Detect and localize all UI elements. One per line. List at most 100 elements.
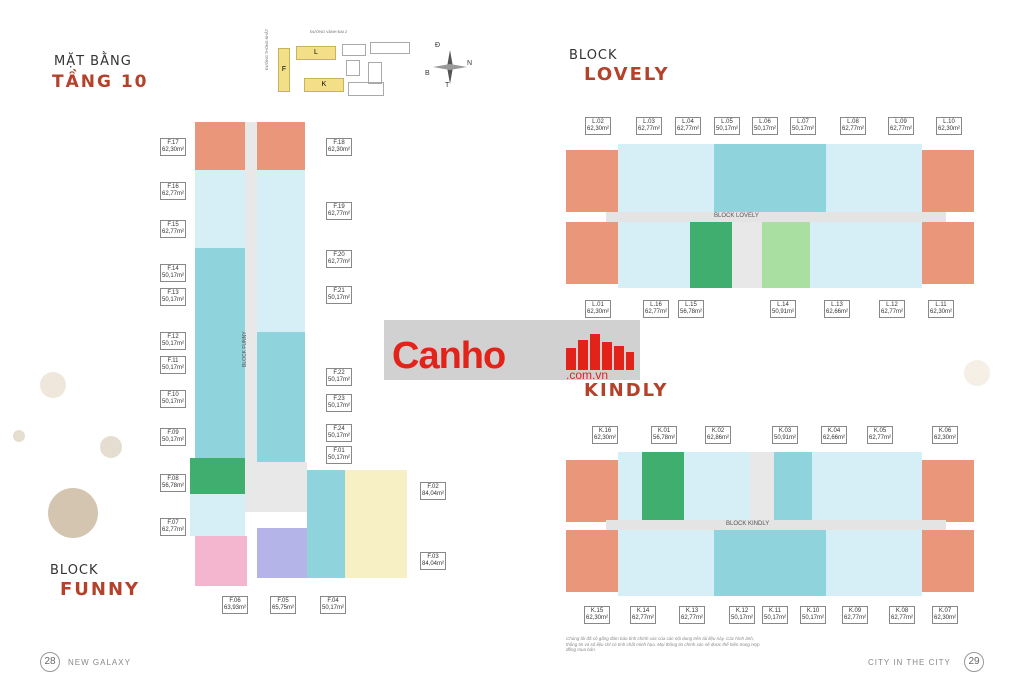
- funny-unit-f06: [195, 536, 247, 586]
- funny-unit-f17: [195, 122, 245, 170]
- watermark-brand: Canho: [392, 335, 506, 377]
- kindly-unit-k07: [922, 530, 974, 592]
- compass-label-n: N: [467, 60, 473, 67]
- kindly-corridor: [606, 520, 946, 530]
- lovely-core: [732, 222, 762, 288]
- kindly-corridor-label: BLOCK KINDLY: [726, 521, 770, 527]
- block-lovely-label: BLOCK: [569, 48, 618, 63]
- lovely-light-top-1: [618, 144, 714, 212]
- disclaimer: Chúng tôi đã cố gắng đảm bảo tính chính …: [566, 636, 760, 652]
- key-plan-road-side: ĐƯỜNG THỐNG NHẤT: [265, 28, 269, 70]
- block-funny-plan: BLOCK FUNNY: [185, 122, 410, 592]
- decor-circle-4: [48, 488, 98, 538]
- lovely-light-top-2: [826, 144, 922, 212]
- lovely-unit-l02: [566, 150, 618, 212]
- funny-light-left: [195, 170, 245, 248]
- lovely-corridor-label: BLOCK LOVELY: [714, 213, 759, 219]
- lovely-corridor: [606, 212, 946, 222]
- lovely-unit-l10: [922, 150, 974, 212]
- left-page-number: 28: [40, 652, 60, 672]
- watermark-buildings-icon: [566, 334, 634, 370]
- funny-core: [245, 462, 307, 512]
- block-kindly-plan: BLOCK KINDLY: [566, 452, 974, 600]
- block-lovely-plan: BLOCK LOVELY: [566, 136, 974, 294]
- right-footer-text: CITY IN THE CITY: [868, 658, 951, 667]
- decor-circle-2: [13, 430, 25, 442]
- kindly-unit-k16: [566, 460, 618, 522]
- kindly-core: [750, 452, 774, 522]
- funny-unit-f07: [190, 494, 245, 536]
- floor-plan-label: MẶT BẰNG: [54, 54, 132, 69]
- decor-circle-3: [100, 436, 122, 458]
- decor-circle-5: [964, 360, 990, 386]
- left-footer-text: NEW GALAXY: [68, 658, 131, 667]
- compass-rose-icon: [433, 50, 467, 84]
- funny-blue-left: [195, 248, 245, 458]
- key-plan-block-b: [370, 42, 410, 54]
- key-plan-block-c: [346, 60, 360, 76]
- lovely-unit-l14: [762, 222, 810, 288]
- kindly-light-bottom-2: [826, 530, 922, 596]
- funny-light-right-2: [257, 248, 305, 332]
- funny-blue-right: [257, 332, 305, 462]
- watermark-domain: .com.vn: [566, 368, 609, 382]
- funny-unit-f03: [345, 528, 407, 578]
- right-page-number: 29: [964, 652, 984, 672]
- funny-unit-f04: [307, 528, 345, 578]
- decor-circle-1: [40, 372, 66, 398]
- block-funny-label: BLOCK: [50, 563, 99, 578]
- compass-label-b: B: [425, 70, 430, 77]
- key-plan-block-e: [348, 82, 384, 96]
- compass-label-d: Đ: [435, 42, 441, 49]
- funny-unit-f08: [190, 458, 245, 494]
- lovely-light-bottom-1: [618, 222, 690, 288]
- lovely-light-bottom-2: [810, 222, 922, 288]
- kindly-blue-bottom: [714, 530, 826, 596]
- key-plan-road-top: ĐƯỜNG VÀNH ĐAI 2: [310, 30, 348, 34]
- key-plan-block-a: [342, 44, 366, 56]
- key-plan-block-k: K: [304, 78, 344, 92]
- lovely-blue-top: [714, 144, 826, 212]
